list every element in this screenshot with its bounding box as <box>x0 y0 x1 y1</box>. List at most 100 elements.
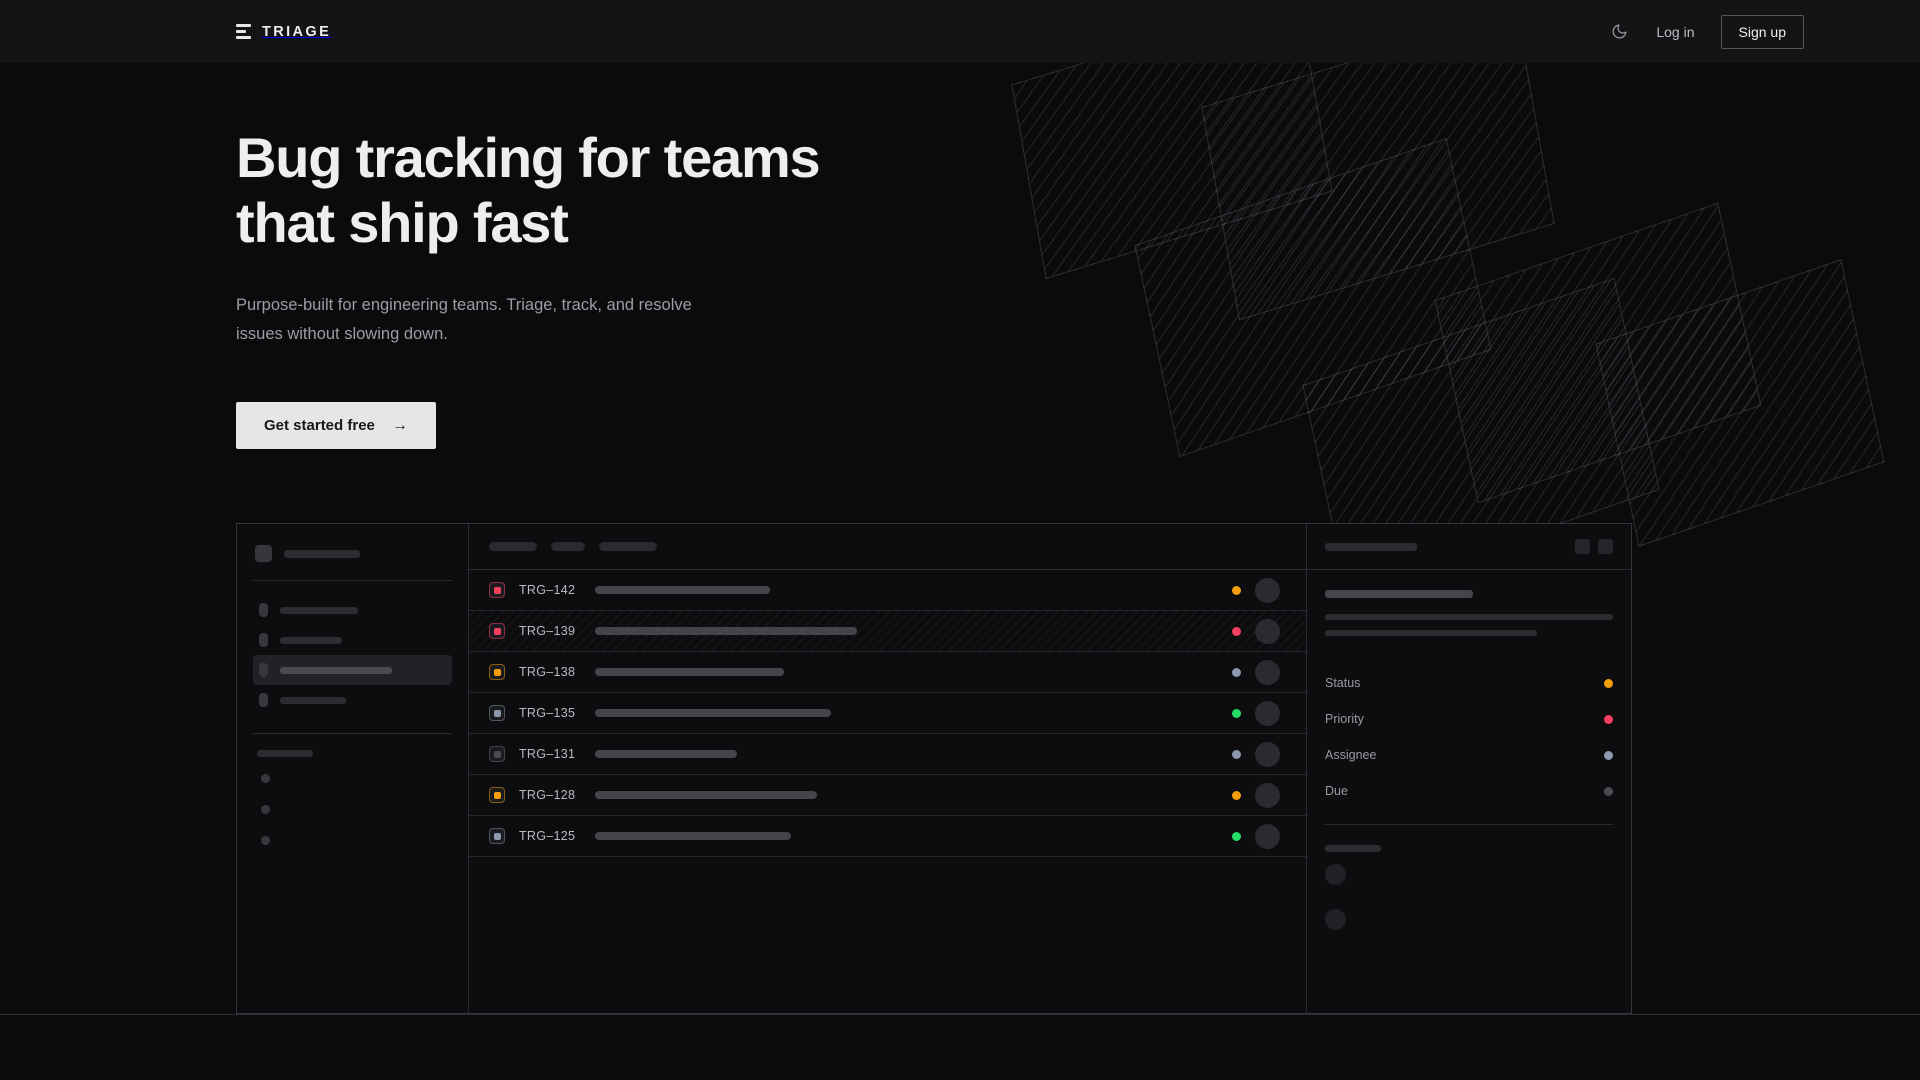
sidebar-section-label-placeholder <box>257 750 313 757</box>
workspace-avatar-placeholder <box>255 545 272 562</box>
sidebar-item-3[interactable] <box>253 685 452 715</box>
mockup-list-toolbar <box>469 524 1306 570</box>
sidebar-item-1[interactable] <box>253 625 452 655</box>
nav-actions: Log in Sign up <box>1608 14 1876 49</box>
login-link[interactable]: Log in <box>1656 23 1695 40</box>
issue-row[interactable]: TRG–125 <box>469 816 1306 857</box>
arrow-right-icon: → <box>391 416 408 434</box>
issue-id: TRG–142 <box>519 583 576 597</box>
issue-row[interactable]: TRG–142 <box>469 570 1306 611</box>
issue-type-badge <box>489 623 505 639</box>
issue-status-dot <box>1232 585 1241 595</box>
hero-subheading: Purpose-built for engineering teams. Tri… <box>236 296 692 343</box>
issue-status-dot <box>1232 831 1241 841</box>
issue-row-meta <box>1232 577 1306 603</box>
issue-title-placeholder <box>595 791 817 799</box>
issue-title-placeholder <box>595 627 857 635</box>
moon-icon[interactable] <box>1608 21 1630 43</box>
issue-status-dot <box>1232 626 1241 636</box>
issue-status-dot <box>1232 667 1241 677</box>
issue-status-dot <box>1232 708 1241 718</box>
issue-type-badge <box>489 705 505 721</box>
sidebar-subitem-0[interactable] <box>257 763 448 794</box>
issue-row[interactable]: TRG–128 <box>469 775 1306 816</box>
issue-row[interactable]: TRG–131 <box>469 734 1306 775</box>
brand-logo[interactable]: TRIAGE <box>236 24 331 40</box>
detail-meta-value-dot <box>1604 714 1613 724</box>
issue-type-badge <box>489 746 505 762</box>
detail-meta-row[interactable]: Assignee <box>1325 737 1613 773</box>
sidebar-item-icon <box>259 693 268 707</box>
toolbar-chip-sort[interactable] <box>551 542 585 551</box>
hero-heading-line-2: that ship fast <box>236 190 569 254</box>
avatar <box>1255 577 1280 603</box>
comments-label-placeholder <box>1325 845 1381 852</box>
issue-title-placeholder <box>595 586 770 594</box>
get-started-label: Get started free <box>264 417 375 435</box>
detail-meta-label: Due <box>1325 784 1348 798</box>
issue-title-placeholder <box>595 750 737 758</box>
detail-meta-label: Status <box>1325 676 1361 690</box>
issue-row-meta <box>1232 741 1306 767</box>
workspace-name-placeholder <box>284 549 360 558</box>
issue-row[interactable]: TRG–135 <box>469 693 1306 734</box>
sidebar-item-label-placeholder <box>280 666 392 674</box>
sidebar-subitem-2[interactable] <box>257 825 448 856</box>
issue-row-meta <box>1232 782 1306 808</box>
avatar <box>1255 782 1280 808</box>
issue-id: TRG–139 <box>519 624 576 638</box>
issue-title-placeholder <box>595 832 791 840</box>
page-bottom-divider <box>0 1014 1920 1015</box>
hero-heading-line-1: Bug tracking for teams <box>236 126 821 189</box>
detail-title-placeholder <box>1325 542 1417 551</box>
issue-title-placeholder <box>595 709 831 717</box>
detail-meta-row[interactable]: Priority <box>1325 701 1613 737</box>
detail-body-line-2 <box>1325 630 1537 636</box>
sidebar-item-icon <box>259 603 268 617</box>
issue-row-meta <box>1232 659 1306 685</box>
signup-button[interactable]: Sign up <box>1720 14 1804 49</box>
detail-header-actions <box>1575 539 1613 554</box>
avatar <box>1325 864 1346 885</box>
detail-meta-row[interactable]: Due <box>1325 773 1613 809</box>
sidebar-divider-top <box>253 580 452 581</box>
sidebar-subitem-1[interactable] <box>257 794 448 825</box>
issue-row[interactable]: TRG–138 <box>469 652 1306 693</box>
issue-id: TRG–135 <box>519 706 576 720</box>
avatar <box>1255 741 1280 767</box>
issue-id: TRG–125 <box>519 829 576 843</box>
issue-row[interactable]: TRG–139 <box>469 611 1306 652</box>
detail-meta-row[interactable]: Status <box>1325 665 1613 701</box>
detail-meta-label: Assignee <box>1325 748 1377 762</box>
triage-bars-icon <box>236 24 251 39</box>
mockup-workspace-switcher[interactable] <box>253 541 452 562</box>
sidebar-item-label-placeholder <box>280 636 342 644</box>
issue-type-badge <box>489 828 505 844</box>
page-title: Bug tracking for teams that ship fast <box>236 126 876 255</box>
detail-meta-value-dot <box>1604 750 1613 760</box>
detail-action-button-2[interactable] <box>1598 539 1613 554</box>
issue-status-dot <box>1232 749 1241 759</box>
toolbar-chip-group[interactable] <box>599 542 657 551</box>
detail-action-button-1[interactable] <box>1575 539 1590 554</box>
detail-heading-placeholder <box>1325 590 1473 598</box>
issue-id: TRG–131 <box>519 747 576 761</box>
avatar <box>1255 700 1280 726</box>
issue-id: TRG–128 <box>519 788 576 802</box>
sidebar-item-label-placeholder <box>280 606 358 614</box>
sidebar-item-label-placeholder <box>280 696 346 704</box>
get-started-button[interactable]: Get started free → <box>236 402 436 450</box>
sidebar-item-2[interactable] <box>253 655 452 685</box>
sidebar-divider-bottom <box>253 733 452 734</box>
hero-section: Bug tracking for teams that ship fast Pu… <box>0 63 1920 450</box>
toolbar-chip-filter[interactable] <box>489 542 537 551</box>
sidebar-item-0[interactable] <box>253 595 452 625</box>
detail-panel-divider <box>1325 824 1613 825</box>
detail-comments-list <box>1325 852 1613 942</box>
